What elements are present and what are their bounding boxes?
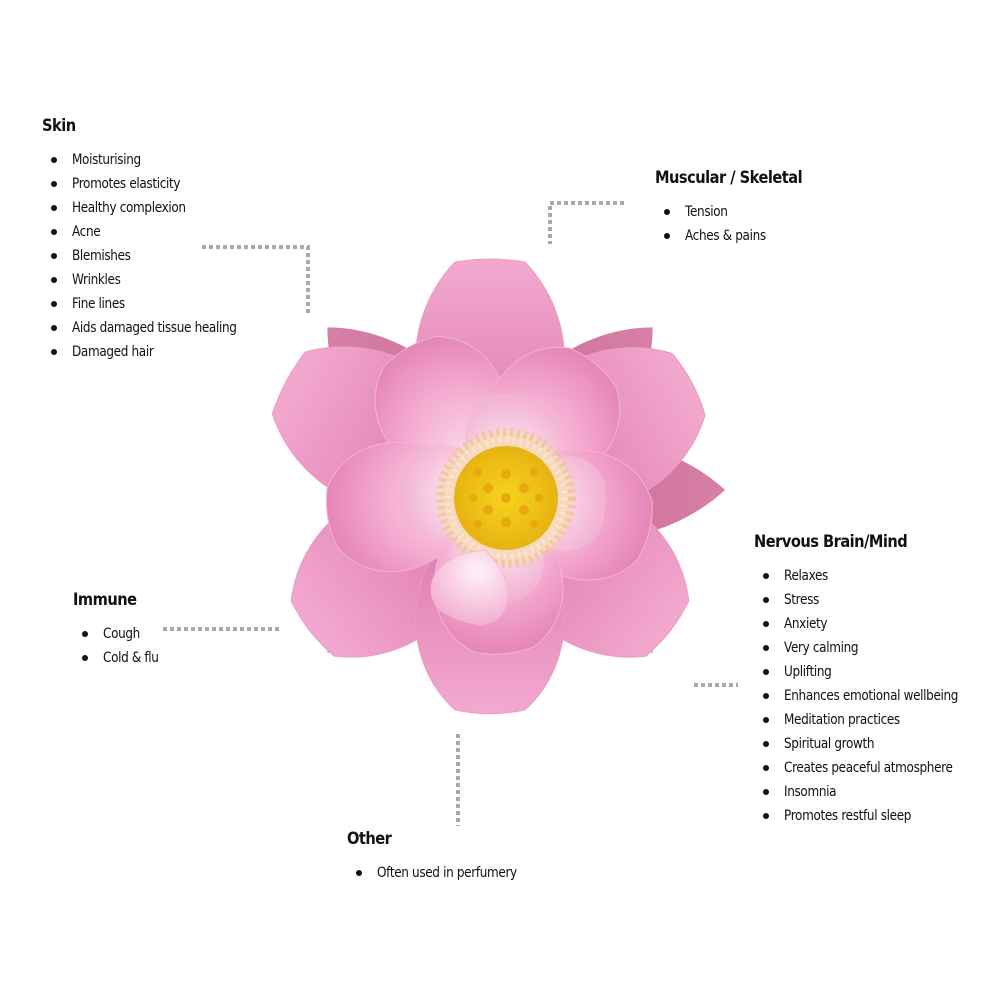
bullet-icon (763, 573, 769, 579)
section-title: Other (347, 829, 392, 849)
bullet-icon (51, 181, 57, 187)
bullet-icon (763, 717, 769, 723)
bullet-icon (664, 233, 670, 239)
skin-connector (202, 245, 310, 314)
list-item: Blemishes (42, 244, 263, 268)
list-item: Acne (42, 220, 263, 244)
benefit-list: Moisturising Promotes elasticity Healthy… (42, 148, 263, 364)
list-item: Aids damaged tissue healing (42, 316, 263, 340)
section-muscular-skeletal: Muscular / Skeletal Tension Aches & pain… (655, 168, 826, 248)
petal-front (430, 549, 509, 625)
section-title: Skin (42, 116, 76, 136)
section-title: Muscular / Skeletal (655, 168, 803, 188)
bullet-icon (51, 301, 57, 307)
list-item: Anxiety (754, 612, 986, 636)
section-title: Immune (73, 590, 137, 610)
muscular-connector (548, 201, 624, 244)
list-item: Damaged hair (42, 340, 263, 364)
bullet-icon (51, 157, 57, 163)
list-item: Healthy complexion (42, 196, 263, 220)
list-item: Enhances emotional wellbeing (754, 684, 986, 708)
benefit-list: Tension Aches & pains (655, 200, 826, 248)
list-item: Creates peaceful atmosphere (754, 756, 986, 780)
section-title: Nervous Brain/Mind (754, 532, 908, 552)
section-immune: Immune Cough Cold & flu (73, 590, 168, 670)
bullet-icon (763, 669, 769, 675)
bullet-icon (51, 325, 57, 331)
section-other: Other Often used in perfumery (347, 829, 540, 885)
list-item: Uplifting (754, 660, 986, 684)
list-item: Spiritual growth (754, 732, 986, 756)
list-item: Stress (754, 588, 986, 612)
list-item: Tension (655, 200, 826, 224)
bullet-icon (356, 870, 362, 876)
bullet-icon (82, 631, 88, 637)
list-item: Moisturising (42, 148, 263, 172)
benefit-list: Cough Cold & flu (73, 622, 168, 670)
list-item: Insomnia (754, 780, 986, 804)
bullet-icon (51, 277, 57, 283)
bullet-icon (51, 349, 57, 355)
list-item: Cough (73, 622, 168, 646)
section-nervous: Nervous Brain/Mind Relaxes Stress Anxiet… (754, 532, 986, 828)
list-item: Wrinkles (42, 268, 263, 292)
bullet-icon (763, 765, 769, 771)
stamens (436, 428, 576, 568)
bullet-icon (763, 621, 769, 627)
benefit-list: Relaxes Stress Anxiety Very calming Upli… (754, 564, 986, 828)
list-item: Relaxes (754, 564, 986, 588)
bullet-icon (51, 253, 57, 259)
bullet-icon (763, 597, 769, 603)
list-item: Promotes restful sleep (754, 804, 986, 828)
bullet-icon (82, 655, 88, 661)
bullet-icon (763, 813, 769, 819)
list-item: Promotes elasticity (42, 172, 263, 196)
bullet-icon (51, 205, 57, 211)
list-item: Fine lines (42, 292, 263, 316)
bullet-icon (763, 741, 769, 747)
benefit-list: Often used in perfumery (347, 861, 540, 885)
section-skin: Skin Moisturising Promotes elasticity He… (42, 116, 263, 364)
bullet-icon (763, 693, 769, 699)
bullet-icon (763, 789, 769, 795)
bullet-icon (51, 229, 57, 235)
list-item: Very calming (754, 636, 986, 660)
bullet-icon (664, 209, 670, 215)
bullet-icon (763, 645, 769, 651)
list-item: Aches & pains (655, 224, 826, 248)
list-item: Cold & flu (73, 646, 168, 670)
list-item: Often used in perfumery (347, 861, 540, 885)
list-item: Meditation practices (754, 708, 986, 732)
